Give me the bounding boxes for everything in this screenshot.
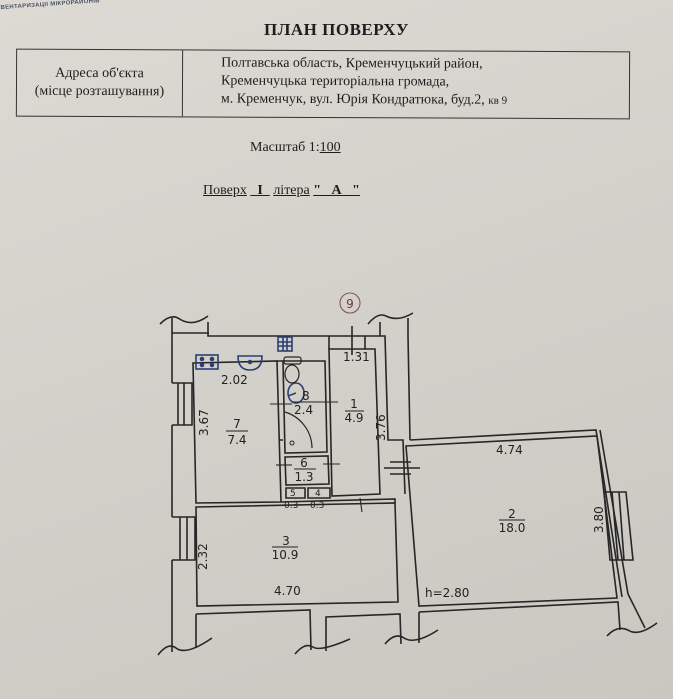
toilet-tank-icon	[283, 356, 302, 365]
wall-corridor-right	[380, 335, 406, 495]
svg-text:4: 4	[315, 489, 321, 499]
dim-corridor-length: 3.76	[374, 414, 388, 441]
room-4-label: 4 0.3	[310, 489, 324, 511]
room-3-label: 3 10.9	[272, 534, 299, 562]
svg-text:7.4: 7.4	[227, 433, 246, 447]
svg-text:2.4: 2.4	[294, 403, 313, 417]
room-4-outline	[307, 487, 331, 499]
washbasin-icon	[287, 382, 305, 404]
svg-text:0.3: 0.3	[310, 501, 324, 511]
scale-value: 100	[319, 140, 341, 155]
kitchen-sink-icon	[237, 355, 263, 371]
scale-prefix: Масштаб 1:	[250, 140, 320, 155]
room-2-outline	[405, 435, 618, 607]
page-title: ПЛАН ПОВЕРХУ	[264, 20, 409, 39]
break-line-bottom-4	[606, 622, 658, 637]
svg-text:1: 1	[350, 397, 358, 411]
apartment-number-circle	[339, 292, 361, 314]
window-right-panes	[611, 491, 625, 561]
room-7-label: 7 7.4	[226, 417, 248, 447]
break-line-bottom-2	[294, 638, 351, 655]
stove-icon	[195, 354, 219, 370]
window-left-1-panes	[177, 383, 185, 425]
apartment-number: 9	[346, 297, 354, 311]
door-swing	[284, 411, 313, 449]
floor-info: Поверх I літера " А "	[203, 183, 360, 199]
svg-text:0.3: 0.3	[284, 501, 298, 511]
dim-room3-length: 2.32	[196, 543, 210, 570]
toilet-bowl-icon	[284, 364, 300, 384]
room-2-label: 2 18.0	[499, 507, 526, 535]
scale-label: Масштаб 1:100	[250, 140, 341, 156]
floor-label: Поверх	[203, 183, 247, 198]
room-5-label: 5 0.3	[284, 489, 298, 511]
floor-letter: " А "	[313, 183, 360, 198]
wall-bottom-mid	[325, 613, 402, 651]
svg-text:18.0: 18.0	[499, 521, 526, 535]
window-left-2	[172, 516, 196, 561]
wall-bottom-right	[418, 601, 621, 631]
svg-text:5: 5	[290, 489, 296, 499]
drain-icon	[289, 440, 295, 446]
svg-text:8: 8	[302, 389, 310, 403]
dim-kitchen-length: 3.67	[197, 409, 211, 436]
window-left-2-panes	[179, 517, 188, 560]
break-line-top-right	[367, 312, 414, 325]
room-6-outline	[284, 455, 330, 486]
wall-top	[207, 322, 381, 337]
svg-text:6: 6	[300, 456, 308, 470]
room-5-outline	[285, 487, 306, 499]
break-line-top-left	[159, 315, 209, 325]
walls	[157, 312, 658, 656]
ventilation-grille-icon	[277, 336, 293, 352]
svg-text:1.3: 1.3	[294, 470, 313, 484]
window-right	[603, 491, 634, 561]
floor-number: I	[257, 183, 263, 198]
svg-text:4.9: 4.9	[344, 411, 363, 425]
room-3-outline	[195, 502, 399, 607]
dim-room2-width: 4.74	[496, 443, 523, 457]
svg-text:2: 2	[508, 507, 516, 521]
window-left-1	[172, 382, 193, 426]
floor-letter-label: літера	[273, 183, 310, 198]
wall-bottom-left	[195, 609, 312, 651]
ceiling-height: h=2.80	[425, 586, 469, 600]
room-6-label: 6 1.3	[294, 456, 316, 484]
wall-top-left	[171, 318, 209, 334]
room-8-outline	[282, 360, 328, 454]
svg-text:10.9: 10.9	[272, 548, 299, 562]
break-line-bottom-3	[384, 629, 439, 645]
svg-text:7: 7	[233, 417, 241, 431]
room-8-label: 8 2.4	[292, 389, 324, 417]
room-1-label: 1 4.9	[344, 397, 364, 425]
dim-room2-length: 3.80	[592, 506, 606, 533]
svg-text:3: 3	[282, 534, 290, 548]
break-line-bottom-1	[157, 637, 213, 656]
dim-kitchen-width: 2.02	[221, 373, 248, 387]
room-1-outline	[328, 348, 381, 497]
dim-corridor-width: 1.31	[343, 350, 370, 364]
dim-room3-width: 4.70	[274, 584, 301, 598]
